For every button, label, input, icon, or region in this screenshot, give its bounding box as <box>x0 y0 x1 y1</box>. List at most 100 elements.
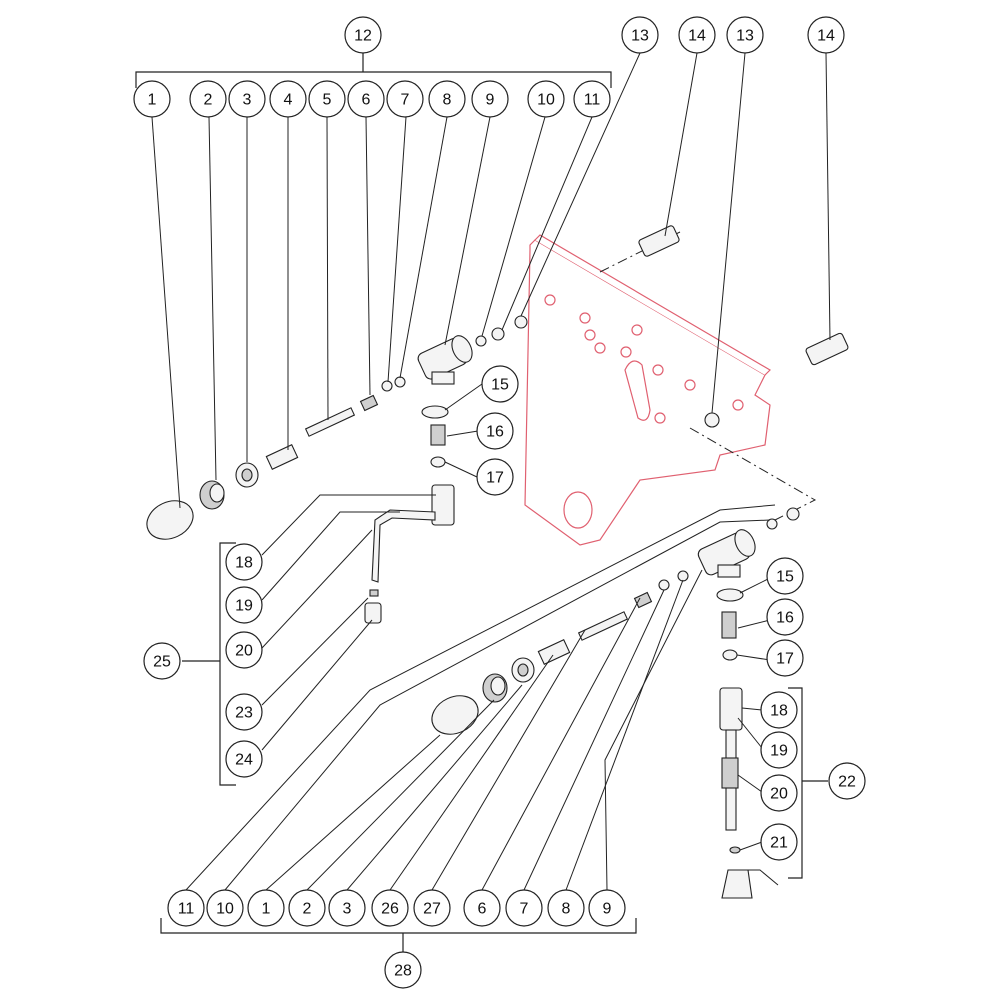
callout-11: 11 <box>167 889 205 927</box>
callout-label: 15 <box>776 569 794 586</box>
callout-circle <box>527 80 565 118</box>
callout-circle <box>766 639 804 677</box>
callout-label: 11 <box>178 901 195 918</box>
callout-label: 18 <box>770 703 788 720</box>
callout-label: 12 <box>354 28 372 45</box>
callout-label: 15 <box>491 377 509 394</box>
callout-7: 7 <box>505 889 543 927</box>
callout-label: 20 <box>235 643 253 660</box>
callout-17: 17 <box>476 458 514 496</box>
callout-label: 1 <box>262 901 271 918</box>
callout-circle <box>573 80 611 118</box>
callout-16: 16 <box>476 412 514 450</box>
callout-label: 9 <box>603 901 612 918</box>
fitting-14a <box>638 225 680 257</box>
callout-circle <box>807 16 845 54</box>
callout-circle <box>269 80 307 118</box>
callout-circle <box>588 889 626 927</box>
callout-label: 13 <box>631 28 649 45</box>
callout-circle <box>760 823 798 861</box>
tube-upper <box>371 509 436 583</box>
callout-label: 5 <box>323 92 332 109</box>
callout-circle <box>371 889 409 927</box>
callout-label: 6 <box>478 901 487 918</box>
callout-label: 18 <box>235 555 253 572</box>
callout-15: 15 <box>766 557 804 595</box>
callout-14: 14 <box>678 16 716 54</box>
bracket-28 <box>160 918 637 952</box>
callout-16: 16 <box>766 598 804 636</box>
callout-28: 28 <box>384 951 422 989</box>
callout-circle <box>828 762 866 800</box>
callout-label: 19 <box>770 743 788 760</box>
callout-9: 9 <box>471 80 509 118</box>
callout-2: 2 <box>189 80 227 118</box>
fitting-upper <box>431 484 455 526</box>
callout-10: 10 <box>206 889 244 927</box>
callout-circle <box>167 889 205 927</box>
bushing-upper <box>265 444 299 470</box>
callout-circle <box>143 642 181 680</box>
callout-circle <box>225 586 263 624</box>
callout-label: 28 <box>394 963 412 980</box>
callout-8: 8 <box>547 889 585 927</box>
callout-circle <box>133 80 171 118</box>
callout-3: 3 <box>328 889 366 927</box>
callout-4: 4 <box>269 80 307 118</box>
callout-circle <box>225 693 263 731</box>
fitting-14b <box>805 332 849 366</box>
knob-upper <box>146 500 194 540</box>
callout-label: 3 <box>343 901 352 918</box>
callout-19: 19 <box>760 731 798 769</box>
callout-label: 2 <box>204 92 213 109</box>
callout-label: 8 <box>443 92 452 109</box>
callout-20: 20 <box>225 631 263 669</box>
callout-15: 15 <box>481 365 519 403</box>
fittings <box>638 225 849 428</box>
lower-assembly <box>431 507 800 899</box>
knob-lower <box>431 695 479 735</box>
callout-14: 14 <box>807 16 845 54</box>
callout-circle <box>621 16 659 54</box>
callout-label: 7 <box>401 92 410 109</box>
callout-label: 24 <box>235 752 253 769</box>
callout-22: 22 <box>828 762 866 800</box>
callout-12: 12 <box>344 16 382 54</box>
callout-label: 14 <box>688 28 706 45</box>
callout-6: 6 <box>347 80 385 118</box>
callout-label: 2 <box>303 901 312 918</box>
callout-circle <box>505 889 543 927</box>
callout-13: 13 <box>726 16 764 54</box>
callout-circle <box>463 889 501 927</box>
callout-circle <box>206 889 244 927</box>
brackets <box>135 52 828 952</box>
callout-circle <box>384 951 422 989</box>
callout-label: 22 <box>838 774 856 791</box>
callout-circle <box>428 80 466 118</box>
callout-circle <box>760 691 798 729</box>
callout-circle <box>386 80 424 118</box>
callout-26: 26 <box>371 889 409 927</box>
callout-circle <box>678 16 716 54</box>
oring-upper <box>421 405 449 419</box>
callout-label: 25 <box>153 654 171 671</box>
callout-5: 5 <box>308 80 346 118</box>
callout-label: 16 <box>486 424 504 441</box>
callout-circle <box>189 80 227 118</box>
callout-circle <box>760 731 798 769</box>
callout-11: 11 <box>573 80 611 118</box>
callout-7: 7 <box>386 80 424 118</box>
callout-circle <box>766 598 804 636</box>
callout-18: 18 <box>225 543 263 581</box>
callout-circle <box>760 774 798 812</box>
spring-upper <box>430 424 446 446</box>
tip-upper <box>364 602 382 624</box>
bracket-12 <box>135 52 612 88</box>
bracket-22 <box>788 687 828 879</box>
callout-1: 1 <box>247 889 285 927</box>
callout-label: 14 <box>817 28 835 45</box>
callout-label: 20 <box>770 786 788 803</box>
callout-10: 10 <box>527 80 565 118</box>
callout-circle <box>308 80 346 118</box>
